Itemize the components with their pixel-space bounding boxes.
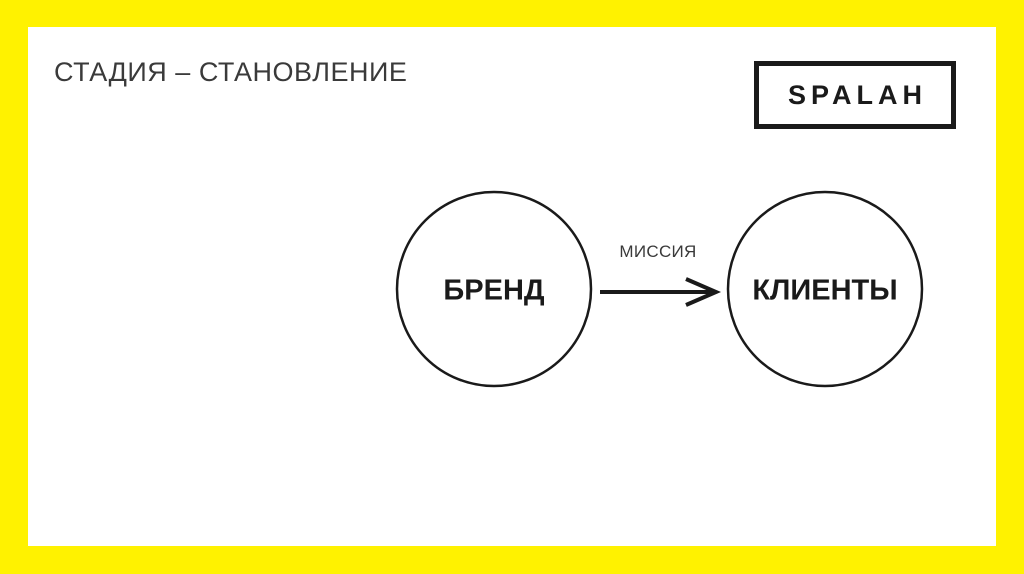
clients-node-label: КЛИЕНТЫ (752, 274, 898, 307)
mission-arrow-head (685, 277, 722, 307)
mission-edge-label: МИССИЯ (619, 242, 697, 261)
clients-node-circle (726, 190, 924, 388)
stage-title: СТАДИЯ – СТАНОВЛЕНИЕ (54, 57, 408, 87)
brand-node-label: БРЕНД (443, 274, 545, 307)
spalah-logo: SPALAH (754, 61, 956, 129)
logo-text: SPALAH (787, 79, 927, 110)
slide: СТАДИЯ – СТАНОВЛЕНИЕ SPALAH БРЕНД КЛИЕНТ… (28, 27, 996, 546)
diagram-canvas (395, 190, 924, 388)
diagram: БРЕНД КЛИЕНТЫ МИССИЯ (28, 27, 996, 546)
brand-node-circle (395, 190, 593, 388)
